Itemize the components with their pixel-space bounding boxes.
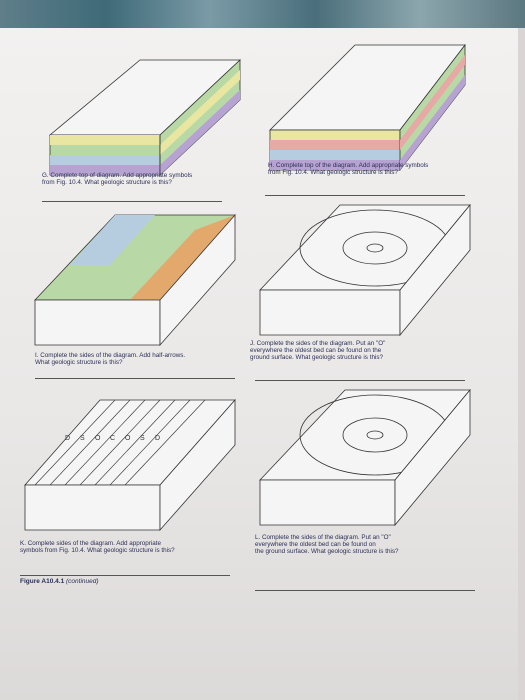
answer-line-i: [35, 378, 235, 379]
answer-line-l: [255, 590, 475, 591]
caption-i: I. Complete the sides of the diagram. Ad…: [35, 352, 186, 367]
answer-line-j: [255, 380, 465, 381]
diagram-h: [269, 43, 466, 172]
answer-line-h: [265, 195, 465, 196]
k-bed-label: C: [110, 435, 115, 442]
caption-g: G. Complete top of diagram. Add appropri…: [42, 172, 193, 187]
k-bed-label: S: [140, 435, 145, 442]
page-edge: [518, 28, 525, 700]
figure-note: (continued): [66, 578, 99, 585]
k-bed-label: D: [65, 435, 70, 442]
k-bed-label: O: [125, 435, 131, 442]
figure-number: Figure A10.4.1: [20, 578, 65, 585]
k-bed-label: S: [80, 435, 85, 442]
diagram-l: [259, 388, 471, 527]
k-bed-label: D: [155, 435, 160, 442]
diagram-g: [48, 59, 242, 176]
diagram-j: [259, 203, 471, 337]
figure-label: Figure A10.4.1 (continued): [20, 578, 99, 585]
caption-j: J. Complete the sides of the diagram. Pu…: [250, 340, 386, 362]
caption-h: H. Complete top of the diagram. Add appr…: [268, 162, 429, 177]
diagram-i: [34, 213, 236, 347]
answer-line-k: [20, 575, 230, 576]
caption-k: K. Complete sides of the diagram. Add ap…: [20, 540, 175, 555]
caption-l: L. Complete the sides of the diagram. Pu…: [255, 534, 399, 556]
k-bed-label: O: [95, 435, 101, 442]
answer-line-g: [42, 201, 222, 202]
